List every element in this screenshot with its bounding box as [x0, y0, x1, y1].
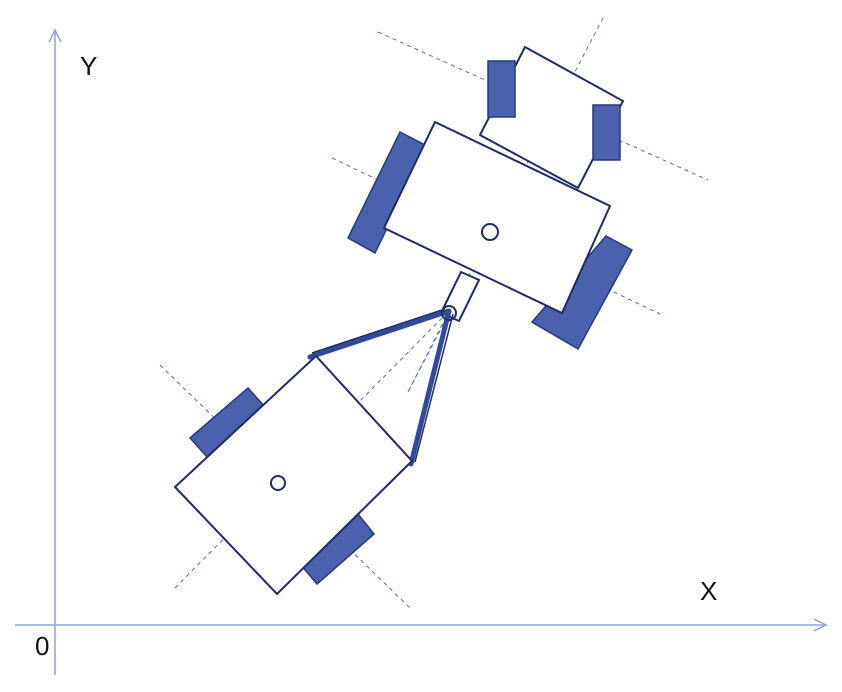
trailer-axle-guide: [159, 364, 411, 609]
hitch-pivot-marker: [441, 305, 457, 321]
tractor-front-right-wheel: [592, 104, 621, 161]
trailer-tongue-left-edge: [311, 308, 446, 354]
trailer-center-marker: [270, 475, 286, 491]
tractor-rear-left-wheel: [347, 130, 428, 255]
hitch-ray-guide: [407, 310, 450, 393]
y-axis-label: Y: [80, 51, 97, 81]
trailer-tongue-left: [307, 308, 452, 360]
tractor: [347, 45, 634, 351]
trailer-body: [173, 354, 414, 596]
x-axis-arrowhead: [813, 618, 828, 632]
x-axis-label: X: [700, 576, 717, 606]
trailer-tongue-right-edge: [414, 313, 454, 463]
y-axis-arrowhead: [48, 28, 62, 43]
trailer: [173, 354, 414, 596]
tractor-body: [382, 120, 612, 315]
trailer-hitch: [307, 305, 457, 467]
tow-drawbar: [439, 270, 481, 323]
tractor-front-left-wheel: [487, 60, 516, 118]
trailer-tongue-right: [408, 308, 452, 467]
coordinate-axes: Y X 0: [15, 28, 828, 675]
tractor-center-marker: [481, 223, 499, 241]
origin-label: 0: [35, 631, 49, 661]
